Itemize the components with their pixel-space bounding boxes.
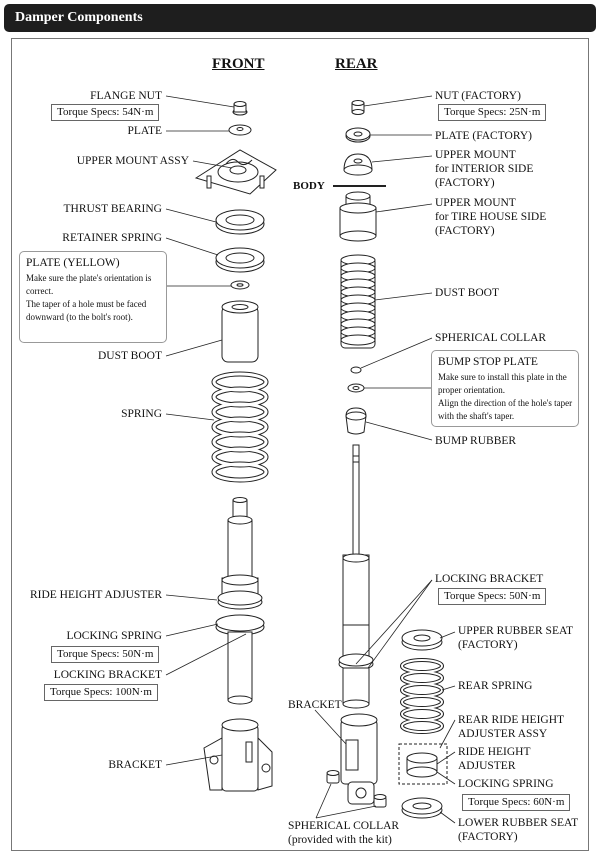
rear-upper-mount-interior-line: UPPER MOUNT [435,149,516,161]
bump-stop-note-line: proper orientation. [438,385,505,395]
rear-locking-bracket-spec: Torque Specs: 50N·m [438,588,547,605]
rear-upper-mount-tire-label: UPPER MOUNT for TIRE HOUSE SIDE (FACTORY… [435,196,546,238]
front-ride-height-adjuster-label: RIDE HEIGHT ADJUSTER [29,589,162,601]
rear-ride-height-adjuster-line: RIDE HEIGHT [458,746,531,758]
plate-yellow-note-line: The taper of a hole must be faced [26,299,147,309]
plate-yellow-note-line: downward (to the bolt's root). [26,312,133,322]
rear-plate [345,127,371,143]
rear-locking-bracket-label: LOCKING BRACKET [435,573,544,585]
rear-bracket [340,713,378,805]
rear-upper-mount-interior-label: UPPER MOUNT for INTERIOR SIDE (FACTORY) [435,148,533,190]
front-bracket-label: BRACKET [108,759,162,771]
rear-bump-rubber-label: BUMP RUBBER [435,435,517,447]
rear-lower-rubber-seat-line: (FACTORY) [458,831,518,843]
rear-nut-label: NUT (FACTORY) [435,90,521,102]
rear-ride-height-assy-line: REAR RIDE HEIGHT [458,714,565,726]
front-locking-bracket-label: LOCKING BRACKET [53,669,162,681]
rear-bump-rubber [345,407,367,435]
front-flange-nut-spec: Torque Specs: 54N·m [51,104,160,121]
bump-stop-note-line: Align the direction of the hole's taper [438,398,573,408]
rear-dust-boot-label: DUST BOOT [435,287,500,299]
bump-stop-note-line: with the shaft's taper. [438,411,515,421]
rear-locking-spring-spec: Torque Specs: 60N·m [462,794,571,811]
front-retainer-spring [215,247,265,273]
rear-ride-height-assy-line: ADJUSTER ASSY [458,728,548,740]
front-dust-boot [221,300,259,363]
front-dust-boot-label: DUST BOOT [97,350,162,362]
title-bar: Damper Components [4,4,596,32]
diagram-frame [11,38,589,851]
leader-lines [165,95,456,824]
rear-spring-inner [401,659,443,733]
front-damper-body [215,497,265,705]
rear-bracket-label: BRACKET [288,699,342,711]
front-spring-inner [212,372,268,482]
rear-spherical-collar-kit-line: SPHERICAL COLLAR [288,820,400,832]
rear-dust-boot [340,254,376,349]
rear-upper-rubber-seat-label: UPPER RUBBER SEAT (FACTORY) [458,624,573,652]
plate-yellow-note: PLATE (YELLOW) Make sure the plate's ori… [19,251,167,343]
front-thrust-bearing-label: THRUST BEARING [63,203,162,215]
front-header: FRONT [212,56,265,72]
rear-upper-rubber-seat-line: UPPER RUBBER SEAT [458,625,574,637]
rear-ride-height-adjuster [398,743,448,785]
front-bracket [203,718,273,792]
rear-upper-mount-interior-line: for INTERIOR SIDE [435,163,534,175]
rear-upper-mount-tire [339,191,377,242]
rear-upper-rubber-seat-line: (FACTORY) [458,639,518,651]
rear-spherical-collar-kit-label: SPHERICAL COLLAR (provided with the kit) [288,819,399,847]
front-upper-mount-label: UPPER MOUNT ASSY [76,155,189,167]
rear-bump-stop-plate [347,383,365,393]
front-locking-bracket-spec: Torque Specs: 100N·m [44,684,158,701]
front-plate-label: PLATE [127,125,163,137]
rear-upper-mount-interior [343,153,373,176]
body-label: BODY [293,180,325,192]
rear-damper-body [338,444,374,709]
plate-yellow-note-line: correct. [26,286,54,296]
rear-ride-height-assy-label: REAR RIDE HEIGHT ADJUSTER ASSY [458,713,564,741]
rear-upper-rubber-seat [401,629,443,651]
rear-lower-rubber-seat-label: LOWER RUBBER SEAT (FACTORY) [458,816,578,844]
rear-upper-mount-interior-line: (FACTORY) [435,177,495,189]
rear-upper-mount-tire-line: for TIRE HOUSE SIDE [435,211,547,223]
rear-spherical-collar [350,366,362,374]
rear-lower-rubber-seat [401,797,443,819]
front-flange-nut [232,101,248,116]
front-plate-yellow [230,280,250,290]
rear-spring-label: REAR SPRING [458,680,533,692]
front-plate [228,124,252,136]
page-title: Damper Components [15,10,143,25]
rear-nut [351,100,365,115]
bump-stop-note: BUMP STOP PLATE Make sure to install thi… [431,350,579,427]
bump-stop-note-line: Make sure to install this plate in the [438,372,567,382]
bump-stop-note-title: BUMP STOP PLATE [438,356,538,368]
front-flange-nut-label: FLANGE NUT [90,90,162,102]
front-locking-spring-label: LOCKING SPRING [66,630,162,642]
rear-locking-spring-label: LOCKING SPRING [458,778,554,790]
rear-ride-height-adjuster-label: RIDE HEIGHT ADJUSTER [458,745,531,773]
plate-yellow-note-title: PLATE (YELLOW) [26,257,120,269]
rear-ride-height-adjuster-line: ADJUSTER [458,760,516,772]
rear-spherical-collar-kit-line: (provided with the kit) [288,834,392,846]
rear-upper-mount-tire-line: (FACTORY) [435,225,495,237]
rear-header: REAR [335,56,378,72]
front-thrust-bearing [215,209,265,235]
front-upper-mount [194,149,277,195]
rear-spherical-collar-label: SPHERICAL COLLAR [435,332,547,344]
front-spring-label: SPRING [121,408,162,420]
rear-lower-rubber-seat-line: LOWER RUBBER SEAT [458,817,579,829]
rear-plate-label: PLATE (FACTORY) [435,130,533,142]
rear-nut-spec: Torque Specs: 25N·m [438,104,547,121]
rear-upper-mount-tire-line: UPPER MOUNT [435,197,516,209]
front-retainer-spring-label: RETAINER SPRING [62,232,162,244]
plate-yellow-note-line: Make sure the plate's orientation is [26,273,152,283]
rear-spherical-collars-kit [326,770,387,808]
front-locking-spring-spec: Torque Specs: 50N·m [51,646,160,663]
